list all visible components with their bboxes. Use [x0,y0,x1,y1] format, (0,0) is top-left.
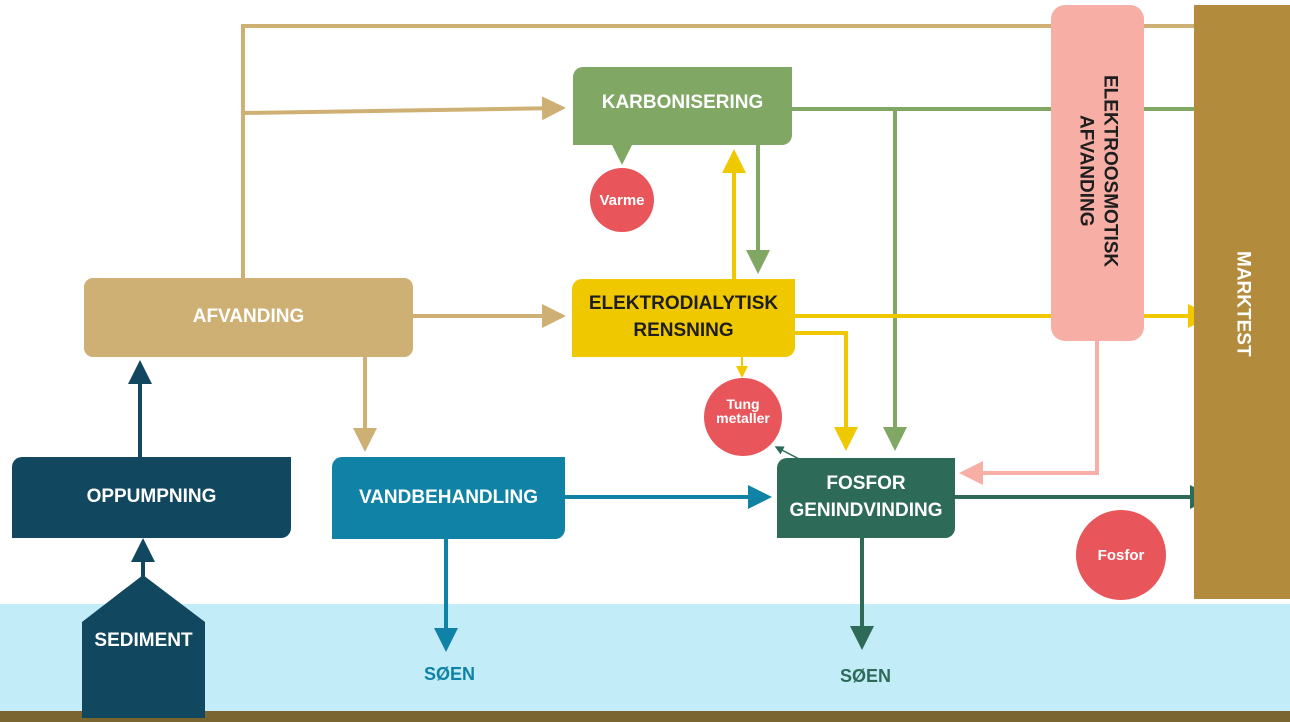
karbonisering-label: KARBONISERING [601,91,764,113]
elektrodialytisk-box: ELEKTRODIALYTISK RENSNING [572,279,795,357]
arrow-elektroosmotisk-to-fosfor [959,340,1099,485]
elektroosmotisk-label-line2: AFVANDING [1075,115,1097,227]
sediment-shape [82,575,205,718]
tungmetaller-label-line1: Tung [726,396,760,412]
fosfor-label-line1: FOSFOR [826,473,906,495]
arrow-elektrodialytisk-to-fosfor [793,331,858,451]
fosfor-circle: Fosfor [1076,510,1166,600]
tungmetaller-circle: Tung metaller [704,378,782,456]
soen-left-label: SØEN [424,664,476,684]
soen-right-label: SØEN [840,666,892,686]
lake-water [0,604,1290,712]
marktest-bar: MARKTEST [1194,5,1290,599]
elektroosmotisk-box: ELEKTROOSMOTISK AFVANDING [1051,5,1144,341]
vandbehandling-label: VANDBEHANDLING [358,486,539,508]
oppumpning-box: OPPUMPNING [12,457,291,538]
arrow-afvanding-to-karbonisering [242,96,566,121]
ground-strip [0,711,1290,722]
fosfor-genindvinding-box: FOSFOR GENINDVINDING [777,458,955,538]
varme-label: Varme [599,191,645,209]
fosfor-label-line2: GENINDVINDING [789,500,943,521]
fosfor-circle-label: Fosfor [1097,546,1145,564]
elektrodialytisk-label-line2: RENSNING [633,320,734,341]
afvanding-label: AFVANDING [192,306,305,328]
tungmetaller-label-line2: metaller [716,410,770,426]
elektroosmotisk-label-line1: ELEKTROOSMOTISK [1099,75,1121,268]
sediment-label-box: SEDIMENT [82,622,205,660]
afvanding-box: AFVANDING [84,278,413,357]
vandbehandling-box: VANDBEHANDLING [332,457,565,539]
karbonisering-box: KARBONISERING [573,67,792,145]
arrow-afvanding-to-marktest-top [241,14,1222,280]
varme-circle: Varme [590,168,654,232]
marktest-label: MARKTEST [1232,251,1254,357]
elektrodialytisk-label-line1: ELEKTRODIALYTISK [588,293,779,315]
oppumpning-label: OPPUMPNING [86,486,217,508]
sediment-label: SEDIMENT [94,629,193,651]
